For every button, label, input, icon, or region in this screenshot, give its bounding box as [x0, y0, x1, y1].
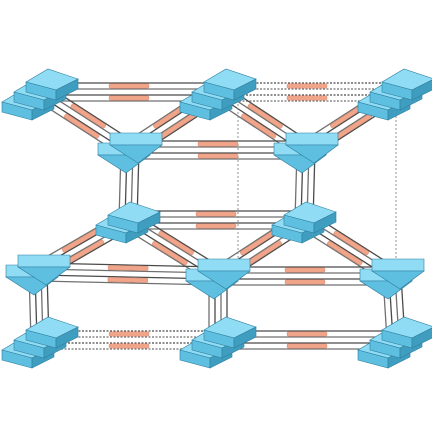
framework-linkers	[61, 83, 372, 349]
organic-linker-icon	[64, 113, 100, 139]
organic-linker-icon	[284, 279, 326, 285]
organic-linker-icon	[286, 83, 328, 89]
node-pyramid-down-icon-LL	[4, 254, 71, 296]
node-pyramid-down-icon-UR	[272, 132, 339, 174]
node-pyramid-up-icon-TM	[179, 68, 257, 121]
organic-linker-icon	[107, 265, 149, 271]
node-pyramid-down-icon-LR	[358, 258, 425, 300]
organic-linker-icon	[286, 331, 328, 337]
node-pyramid-up-icon-BM	[179, 316, 257, 369]
node-pyramid-up-icon-ML	[95, 201, 161, 244]
organic-linker-icon	[241, 113, 277, 139]
organic-linker-icon	[284, 267, 326, 273]
node-pyramid-up-icon-MR	[271, 201, 337, 244]
organic-linker-icon	[197, 141, 239, 147]
organic-linker-icon	[286, 95, 328, 101]
organic-linker-icon	[108, 83, 150, 89]
framework-nodes	[1, 68, 432, 369]
organic-linker-icon	[327, 240, 363, 266]
organic-linker-icon	[152, 240, 188, 266]
node-pyramid-up-icon-TL	[1, 68, 79, 121]
organic-linker-icon	[195, 211, 237, 217]
organic-linker-icon	[107, 277, 149, 283]
node-pyramid-down-icon-UL	[96, 132, 163, 174]
organic-linker-icon	[197, 153, 239, 159]
organic-linker-icon	[108, 95, 150, 101]
organic-linker-icon	[333, 230, 369, 256]
organic-linker-icon	[286, 343, 328, 349]
organic-linker-icon	[70, 103, 106, 129]
organic-linker-icon	[108, 343, 150, 349]
organic-linker-icon	[195, 223, 237, 229]
node-pyramid-up-icon-BL	[1, 316, 79, 369]
node-pyramid-up-icon-BR	[357, 316, 432, 369]
organic-linker-icon	[247, 103, 283, 129]
node-pyramid-up-icon-TR	[357, 68, 432, 121]
node-pyramid-down-icon-LM	[184, 258, 251, 300]
organic-linker-icon	[108, 331, 150, 337]
organic-linker-icon	[158, 230, 194, 256]
